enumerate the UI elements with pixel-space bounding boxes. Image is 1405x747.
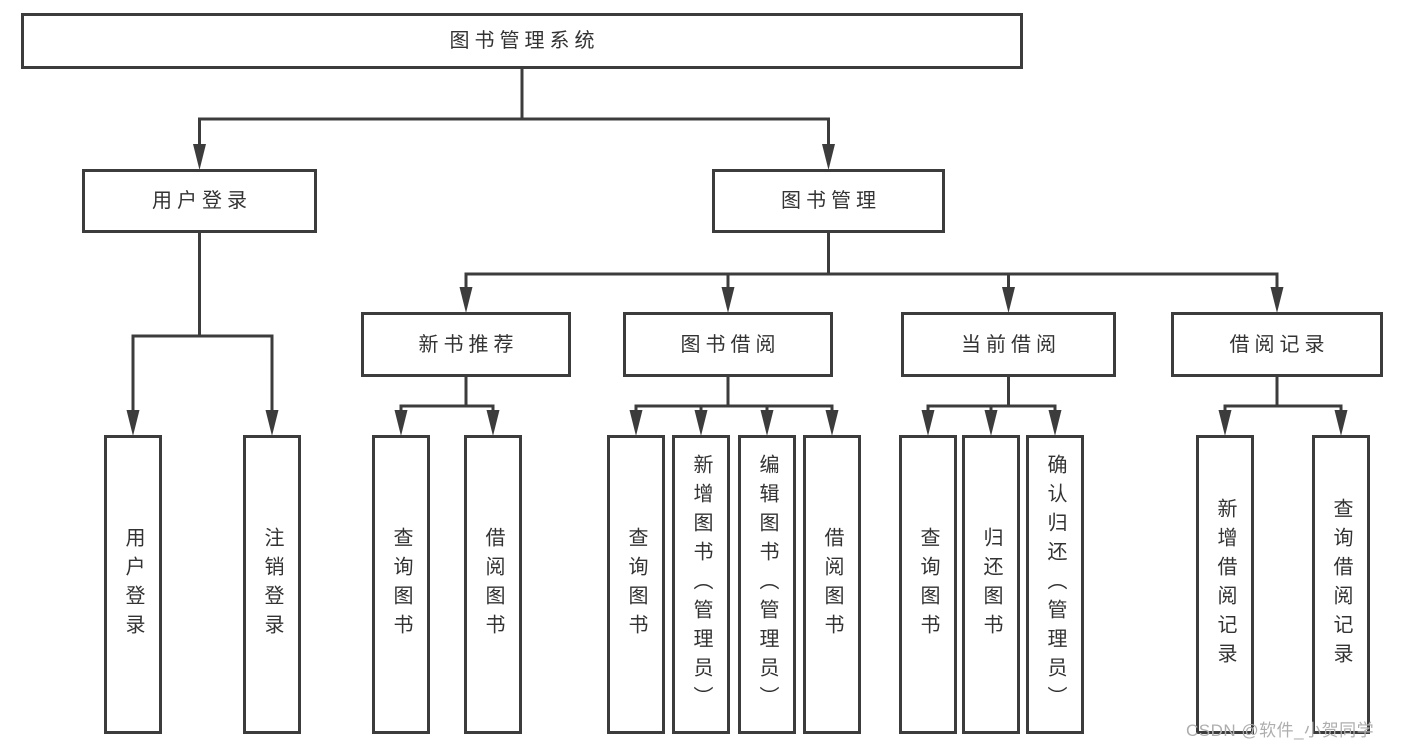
leaf-user-login: 用户登录 — [104, 435, 162, 734]
leaf-query-borrow-record-label: 查询借阅记录 — [1330, 497, 1352, 672]
leaf-return-books-label: 归还图书 — [980, 526, 1002, 643]
leaf-add-books-admin-label: 新增图书（管理员） — [690, 454, 712, 715]
leaf-query-books-recommend-label: 查询图书 — [390, 526, 412, 643]
leaf-query-books-borrowing-label: 查询图书 — [625, 526, 647, 643]
leaf-borrow-books-recommend-label: 借阅图书 — [482, 526, 504, 643]
leaf-add-borrow-record: 新增借阅记录 — [1196, 435, 1254, 734]
leaf-borrow-books-borrowing: 借阅图书 — [803, 435, 861, 734]
leaf-borrow-books-borrowing-label: 借阅图书 — [821, 526, 843, 643]
leaf-confirm-return-admin: 确认归还（管理员） — [1026, 435, 1084, 734]
leaf-confirm-return-admin-label: 确认归还（管理员） — [1044, 454, 1066, 715]
leaf-query-books-recommend: 查询图书 — [372, 435, 430, 734]
leaf-query-books-current: 查询图书 — [899, 435, 957, 734]
leaf-logout-login: 注销登录 — [243, 435, 301, 734]
leaf-add-books-admin: 新增图书（管理员） — [672, 435, 730, 734]
node-book-management: 图书管理 — [712, 169, 945, 233]
node-current-borrowing: 当前借阅 — [901, 312, 1116, 377]
leaf-query-borrow-record: 查询借阅记录 — [1312, 435, 1370, 734]
leaf-query-books-borrowing: 查询图书 — [607, 435, 665, 734]
csdn-watermark: CSDN @软件_小贺同学 — [1186, 721, 1375, 740]
leaf-edit-books-admin-label: 编辑图书（管理员） — [756, 454, 778, 715]
leaf-return-books: 归还图书 — [962, 435, 1020, 734]
leaf-user-login-label: 用户登录 — [122, 526, 144, 643]
leaf-edit-books-admin: 编辑图书（管理员） — [738, 435, 796, 734]
node-library-management-system: 图书管理系统 — [21, 13, 1023, 69]
node-new-book-recommendation: 新书推荐 — [361, 312, 571, 377]
node-borrowing-records: 借阅记录 — [1171, 312, 1383, 377]
leaf-borrow-books-recommend: 借阅图书 — [464, 435, 522, 734]
node-user-login: 用户登录 — [82, 169, 317, 233]
leaf-logout-login-label: 注销登录 — [261, 526, 283, 643]
leaf-query-books-current-label: 查询图书 — [917, 526, 939, 643]
leaf-add-borrow-record-label: 新增借阅记录 — [1214, 497, 1236, 672]
node-book-borrowing: 图书借阅 — [623, 312, 833, 377]
